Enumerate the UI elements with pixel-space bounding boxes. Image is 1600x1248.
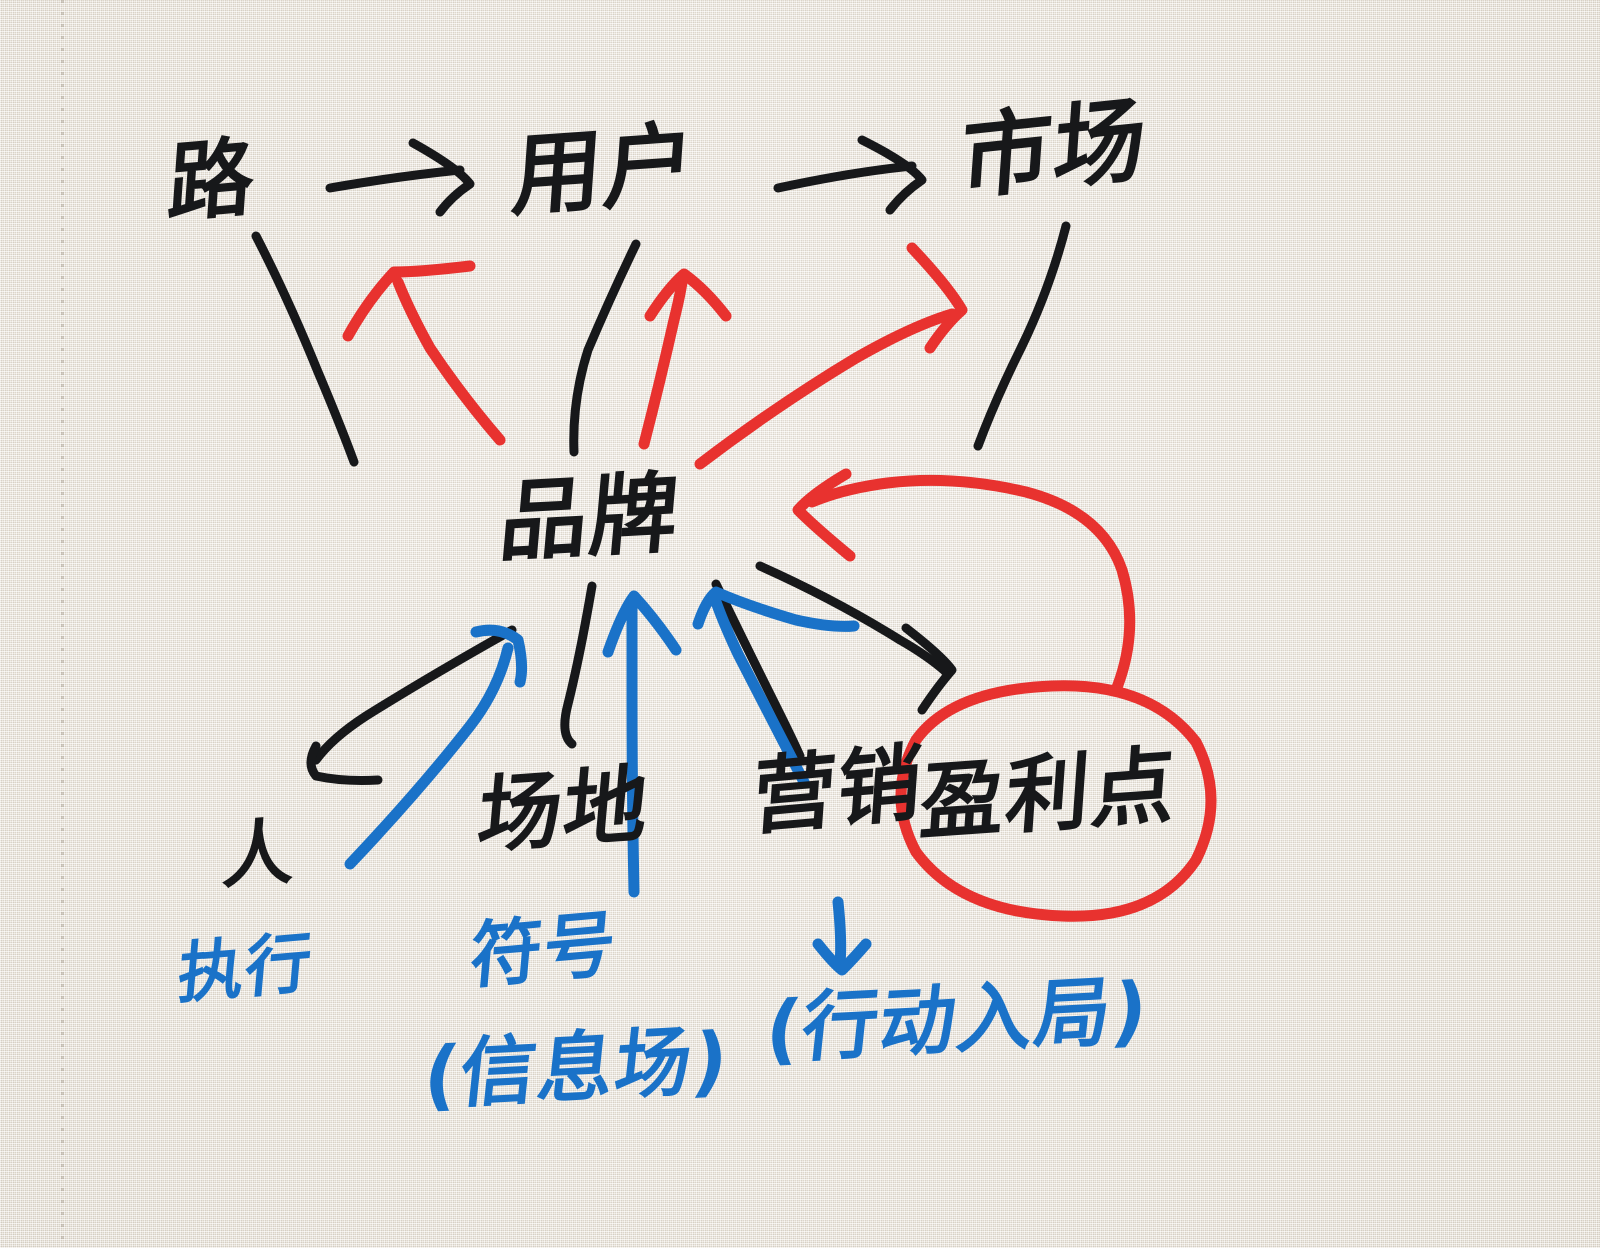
blue-arrow-venue-to-brand — [626, 594, 640, 898]
red-arrow-profit-to-brand-head — [792, 468, 856, 562]
black-ink-group — [251, 135, 1071, 785]
red-circle-profit-highlight — [895, 680, 1217, 922]
node-label-brand: 品牌 — [495, 460, 684, 575]
arrow-user-to-market-head — [857, 135, 927, 215]
red-arrow-brand-to-user-head — [644, 268, 732, 322]
blue-ink-group — [344, 586, 872, 976]
red-arrow-profit-to-brand — [806, 474, 1136, 696]
red-arrow-brand-to-market — [694, 308, 958, 470]
blue-arrow-marketing-to-brand-head — [692, 586, 860, 632]
blue-arrow-marketing-to-brand — [708, 590, 810, 788]
paper-seam-decoration — [61, 0, 64, 1248]
annotation-action-entry: (行动入局) — [761, 964, 1154, 1075]
arrow-brand-to-person — [311, 625, 517, 765]
line-market-to-brand — [973, 221, 1071, 451]
red-arrow-brand-to-road-head — [342, 260, 476, 342]
red-arrow-brand-to-market-head — [906, 242, 968, 354]
red-ink-group — [342, 242, 1217, 922]
node-label-user: 用户 — [508, 111, 700, 230]
blue-arrow-marketing-down — [832, 896, 847, 970]
blue-arrow-person-to-brand-head — [470, 624, 528, 688]
blue-arrow-person-to-brand — [344, 642, 514, 870]
red-arrow-brand-to-user — [638, 276, 688, 450]
annotation-info-field: (信息场) — [419, 1014, 734, 1121]
arrow-brand-to-profit — [755, 561, 951, 677]
arrow-road-to-user — [325, 165, 465, 193]
annotation-execution: 执行 — [174, 923, 316, 1014]
node-label-profit-point: 盈利点 — [916, 735, 1181, 853]
red-arrow-brand-to-road — [392, 276, 506, 446]
arrow-user-to-market — [773, 161, 917, 193]
node-label-venue: 场地 — [473, 754, 654, 866]
arrow-brand-to-person-head — [306, 741, 383, 785]
node-label-road: 路 — [164, 126, 260, 236]
arrow-brand-to-profit-head — [901, 623, 957, 715]
arrow-road-to-user-head — [408, 138, 475, 217]
annotation-symbol: 符号 — [466, 901, 621, 999]
node-label-marketing: 营销 — [748, 733, 927, 847]
blue-arrow-marketing-down-head — [812, 938, 872, 976]
blue-arrow-venue-to-brand-head — [602, 590, 682, 658]
line-road-to-brand — [251, 231, 359, 467]
line-brand-to-marketing — [711, 579, 805, 761]
line-user-to-brand — [569, 239, 641, 457]
line-brand-to-venue — [560, 581, 597, 749]
node-label-market: 市场 — [956, 85, 1151, 214]
node-label-person: 人 — [220, 809, 297, 899]
